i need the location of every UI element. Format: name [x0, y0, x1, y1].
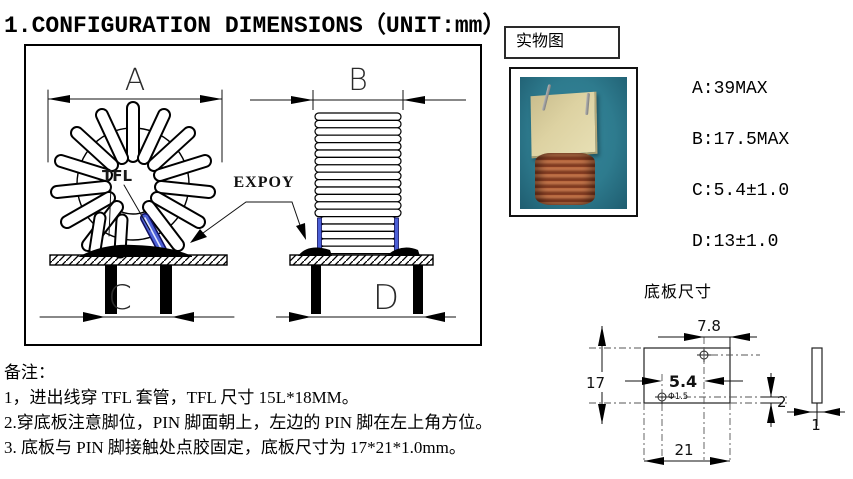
expoy-leaders	[191, 201, 304, 242]
toroid-front-view: A	[39, 63, 235, 322]
dim-17-value: 17	[586, 374, 605, 392]
hole-diameter-label: Φ1.5	[668, 392, 688, 402]
tfl-sleeve-side-left	[317, 217, 322, 253]
glue-blob-side-left	[298, 247, 332, 256]
tfl-label: TFL	[102, 167, 132, 185]
photo-caption: 实物图	[516, 33, 565, 50]
base-plate-front	[49, 254, 228, 266]
dim-2: 2	[761, 373, 787, 427]
dim-1-value: 1	[811, 416, 821, 434]
dim-7-8-value: 7.8	[697, 317, 721, 335]
base-plate-side	[289, 254, 434, 266]
dim-17: 17	[586, 326, 606, 424]
dim-7-8: 7.8	[658, 317, 757, 348]
dimension-b: B:17.5MAX	[692, 130, 790, 150]
glue-blob-front	[78, 244, 192, 257]
photo-copper-coil	[535, 153, 595, 205]
dim-label-a: A	[125, 63, 146, 98]
dimension-list: A:39MAX B:17.5MAX C:5.4±1.0 D:13±1.0	[692, 80, 789, 284]
base-plate-title: 底板尺寸	[644, 284, 713, 301]
dimension-a-lines	[47, 89, 223, 163]
notes-heading: 备注：	[4, 363, 55, 382]
base-plate-drawing: 7.8 17 5.4 Φ1.5 2	[586, 317, 845, 465]
tfl-sleeve	[140, 213, 167, 255]
coil-side-view: B	[250, 63, 466, 322]
dim-2-value: 2	[777, 393, 787, 411]
pin-side-right	[413, 265, 423, 314]
page-title: 1.CONFIGURATION DIMENSIONS（UNIT:mm）	[4, 13, 506, 39]
notes-block: 备注： 1，进出线穿 TFL 套管，TFL 尺寸 15L*18MM。 2.穿底板…	[4, 360, 492, 460]
expoy-label: EXPOY	[234, 174, 295, 191]
dim-5-4-value: 5.4	[669, 372, 697, 391]
dim-1: 1	[787, 403, 845, 434]
dim-21-value: 21	[674, 441, 693, 459]
glue-blob-side-right	[386, 247, 420, 256]
pin-side-left	[311, 265, 321, 314]
note-line: 2.穿底板注意脚位，PIN 脚面朝上，左边的 PIN 脚在左上角方位。	[4, 413, 493, 432]
pin-front-right	[160, 265, 172, 314]
tfl-leaders	[108, 184, 151, 237]
note-line: 1，进出线穿 TFL 套管，TFL 尺寸 15L*18MM。	[4, 388, 359, 407]
note-line: 3. 底板与 PIN 脚接触处点胶固定，底板尺寸为 17*21*1.0mm。	[4, 438, 466, 457]
pin-front-left	[105, 265, 117, 314]
dimension-d: D:13±1.0	[692, 232, 779, 252]
dimension-c: C:5.4±1.0	[692, 181, 790, 201]
dim-label-d: D	[373, 278, 399, 318]
product-photo	[509, 67, 638, 217]
dim-label-b: B	[348, 63, 368, 98]
coil-turns	[314, 112, 402, 255]
configuration-drawing: A	[24, 44, 482, 346]
dimension-a: A:39MAX	[692, 79, 768, 99]
dim-5-4: 5.4	[625, 372, 743, 391]
tfl-sleeve-side-right	[394, 217, 399, 253]
expoy-arrow-left	[190, 229, 207, 243]
photo-caption-box: 实物图	[504, 26, 620, 59]
photo-background	[520, 77, 627, 209]
dim-label-c: C	[108, 278, 132, 318]
expoy-arrow-right	[296, 223, 306, 240]
dim-21: 21	[644, 441, 730, 465]
